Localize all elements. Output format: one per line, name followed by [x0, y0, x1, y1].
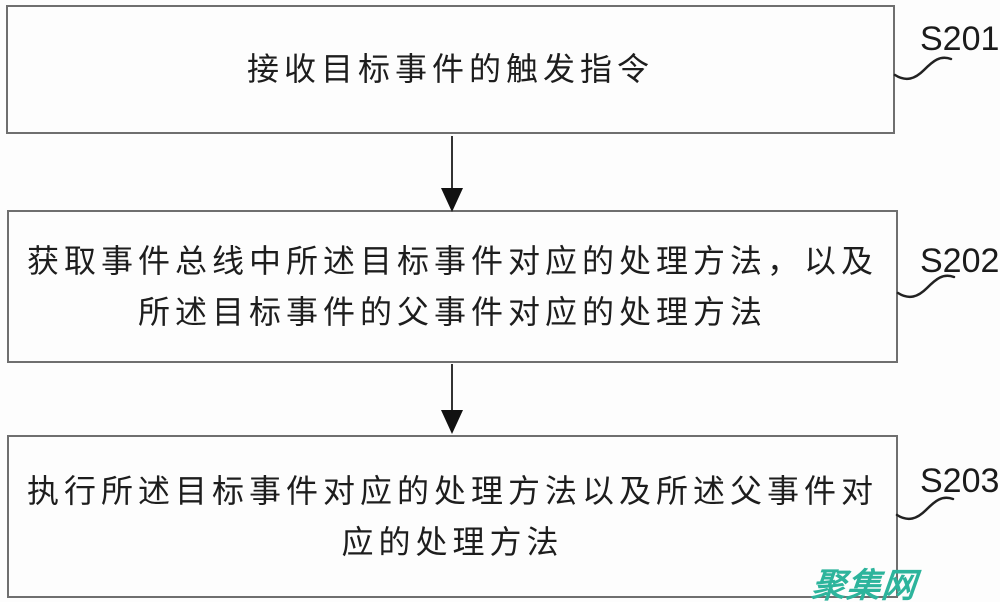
process-box-s201: 接收目标事件的触发指令 [6, 5, 895, 134]
step-label-s203: S203 [920, 462, 1000, 500]
step-label-s202: S202 [920, 242, 1000, 280]
process-box-s201-text: 接收目标事件的触发指令 [246, 51, 654, 87]
process-box-s203: 执行所述目标事件对应的处理方法以及所述父事件对 应的处理方法 [7, 435, 898, 598]
process-box-s202: 获取事件总线中所述目标事件对应的处理方法，以及 所述目标事件的父事件对应的处理方… [7, 210, 898, 363]
leader-squiggle-s201 [893, 56, 953, 81]
process-box-s202-text-line2: 所述目标事件的父事件对应的处理方法 [137, 293, 767, 330]
flow-arrow-2-head-icon [441, 410, 463, 434]
watermark-text: 聚集网 [809, 567, 919, 602]
process-box-s202-text-line1: 获取事件总线中所述目标事件对应的处理方法，以及 [26, 242, 878, 279]
process-box-s203-text-line1: 执行所述目标事件对应的处理方法以及所述父事件对 [26, 472, 878, 509]
process-box-s203-text-line2: 应的处理方法 [341, 523, 564, 560]
step-label-s201: S201 [920, 20, 1000, 58]
flow-arrow-1-head-icon [441, 188, 463, 212]
